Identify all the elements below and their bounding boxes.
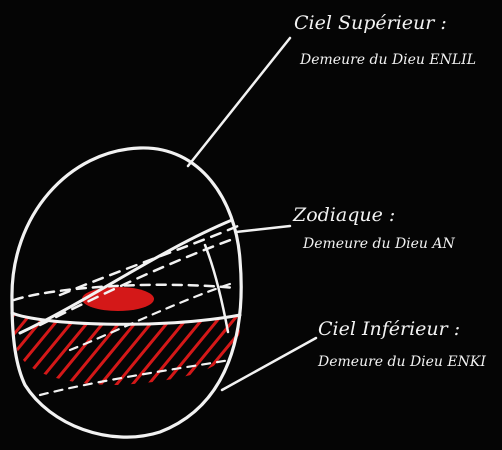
upper-sky-subtitle: Demeure du Dieu ENLIL xyxy=(300,53,476,67)
hatch-stroke xyxy=(256,305,326,390)
lower-sky-title: Ciel Inférieur : xyxy=(318,320,460,339)
zodiac-line-lower xyxy=(20,220,232,333)
leader-lower-sky xyxy=(222,338,316,390)
zodiac-subtitle: Demeure du Dieu AN xyxy=(303,237,455,251)
hatch-stroke xyxy=(128,305,198,390)
leader-zodiac xyxy=(236,226,290,232)
zodiac-title: Zodiaque : xyxy=(293,206,395,225)
hatch-stroke xyxy=(176,305,246,390)
hatch-stroke xyxy=(0,305,6,390)
lower-sky-subtitle: Demeure du Dieu ENKI xyxy=(318,355,486,369)
leader-upper-sky xyxy=(188,38,290,166)
upper-sky-title: Ciel Supérieur : xyxy=(294,14,447,33)
hatch-stroke xyxy=(144,305,214,390)
